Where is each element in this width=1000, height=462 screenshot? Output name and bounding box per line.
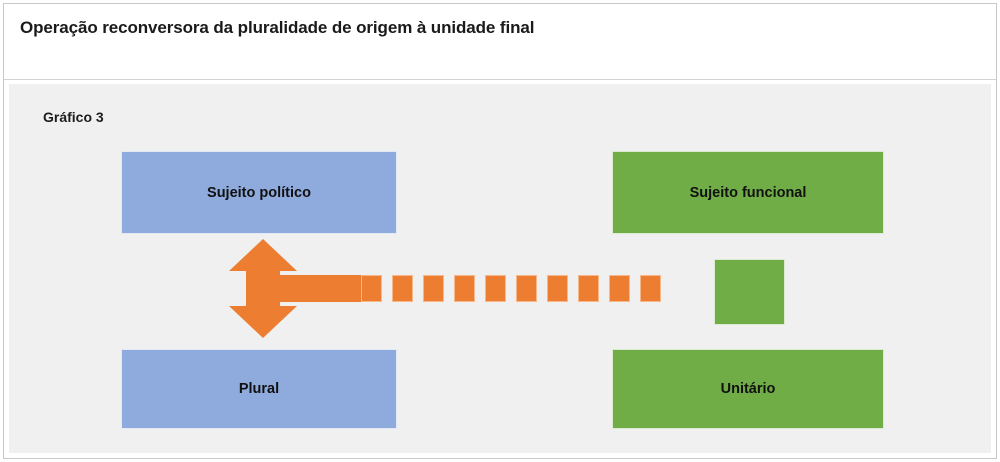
page-title: Operação reconversora da pluralidade de … <box>20 18 535 37</box>
content-card: Operação reconversora da pluralidade de … <box>3 3 997 459</box>
dash-segment <box>578 275 599 302</box>
dash-segment <box>485 275 506 302</box>
dash-segment <box>423 275 444 302</box>
node-label: Unitário <box>720 381 776 397</box>
node-label: Sujeito político <box>207 184 311 201</box>
node-label: Sujeito funcional <box>689 184 807 201</box>
node-sujeito-funcional[interactable]: Sujeito funcional <box>612 151 884 234</box>
dash-segment <box>547 275 568 302</box>
dash-segment <box>609 275 630 302</box>
dash-segment <box>361 275 382 302</box>
dash-segment <box>454 275 475 302</box>
dash-segment <box>640 275 661 302</box>
double-headed-vertical-arrow-icon <box>221 236 371 341</box>
figure-caption: Gráfico 3 <box>43 109 104 125</box>
dash-segment <box>392 275 413 302</box>
node-unitario[interactable]: Unitário <box>612 349 884 429</box>
diagram-canvas: Gráfico 3 Sujeito político Sujeito funci… <box>9 84 991 453</box>
dashed-orange-trail <box>361 275 661 302</box>
node-label: Plural <box>238 381 280 397</box>
header-bar: Operação reconversora da pluralidade de … <box>4 4 996 80</box>
node-plural[interactable]: Plural <box>121 349 397 429</box>
dash-segment <box>516 275 537 302</box>
node-sujeito-politico[interactable]: Sujeito político <box>121 151 397 234</box>
green-square-marker <box>714 259 785 325</box>
